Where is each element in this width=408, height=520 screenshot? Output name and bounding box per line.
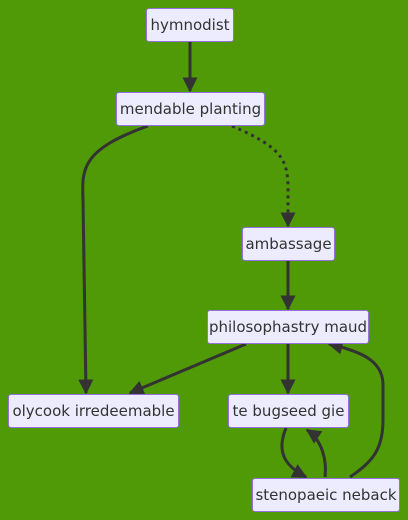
node-label: philosophastry maud — [208, 317, 368, 336]
edge-mendable-planting-to-olycook-irredeemable — [78, 124, 149, 395]
node-stenopaeic-neback: stenopaeic neback — [252, 478, 400, 512]
node-philosophastry-maud: philosophastry maud — [207, 310, 369, 344]
edge-stenopaeic-neback-to-te-bugseed-gie — [305, 428, 327, 478]
node-mendable-planting: mendable planting — [116, 92, 265, 126]
edge-stenopaeic-neback-to-philosophastry-maud — [327, 339, 385, 479]
node-label: hymnodist — [150, 15, 230, 34]
node-label: ambassage — [245, 234, 332, 253]
node-te-bugseed-gie: te bugseed gie — [228, 394, 349, 428]
node-ambassage: ambassage — [242, 227, 335, 261]
edge-philosophastry-maud-to-olycook-irredeemable — [128, 342, 247, 395]
node-label: stenopaeic neback — [255, 485, 397, 504]
edge-te-bugseed-gie-to-stenopaeic-neback — [280, 427, 308, 479]
node-hymnodist: hymnodist — [146, 8, 234, 42]
node-label: olycook irredeemable — [12, 401, 175, 420]
node-olycook-irredeemable: olycook irredeemable — [8, 394, 179, 428]
node-label: te bugseed gie — [232, 401, 345, 420]
node-label: mendable planting — [119, 99, 262, 118]
edge-mendable-planting-to-ambassage — [231, 124, 296, 228]
